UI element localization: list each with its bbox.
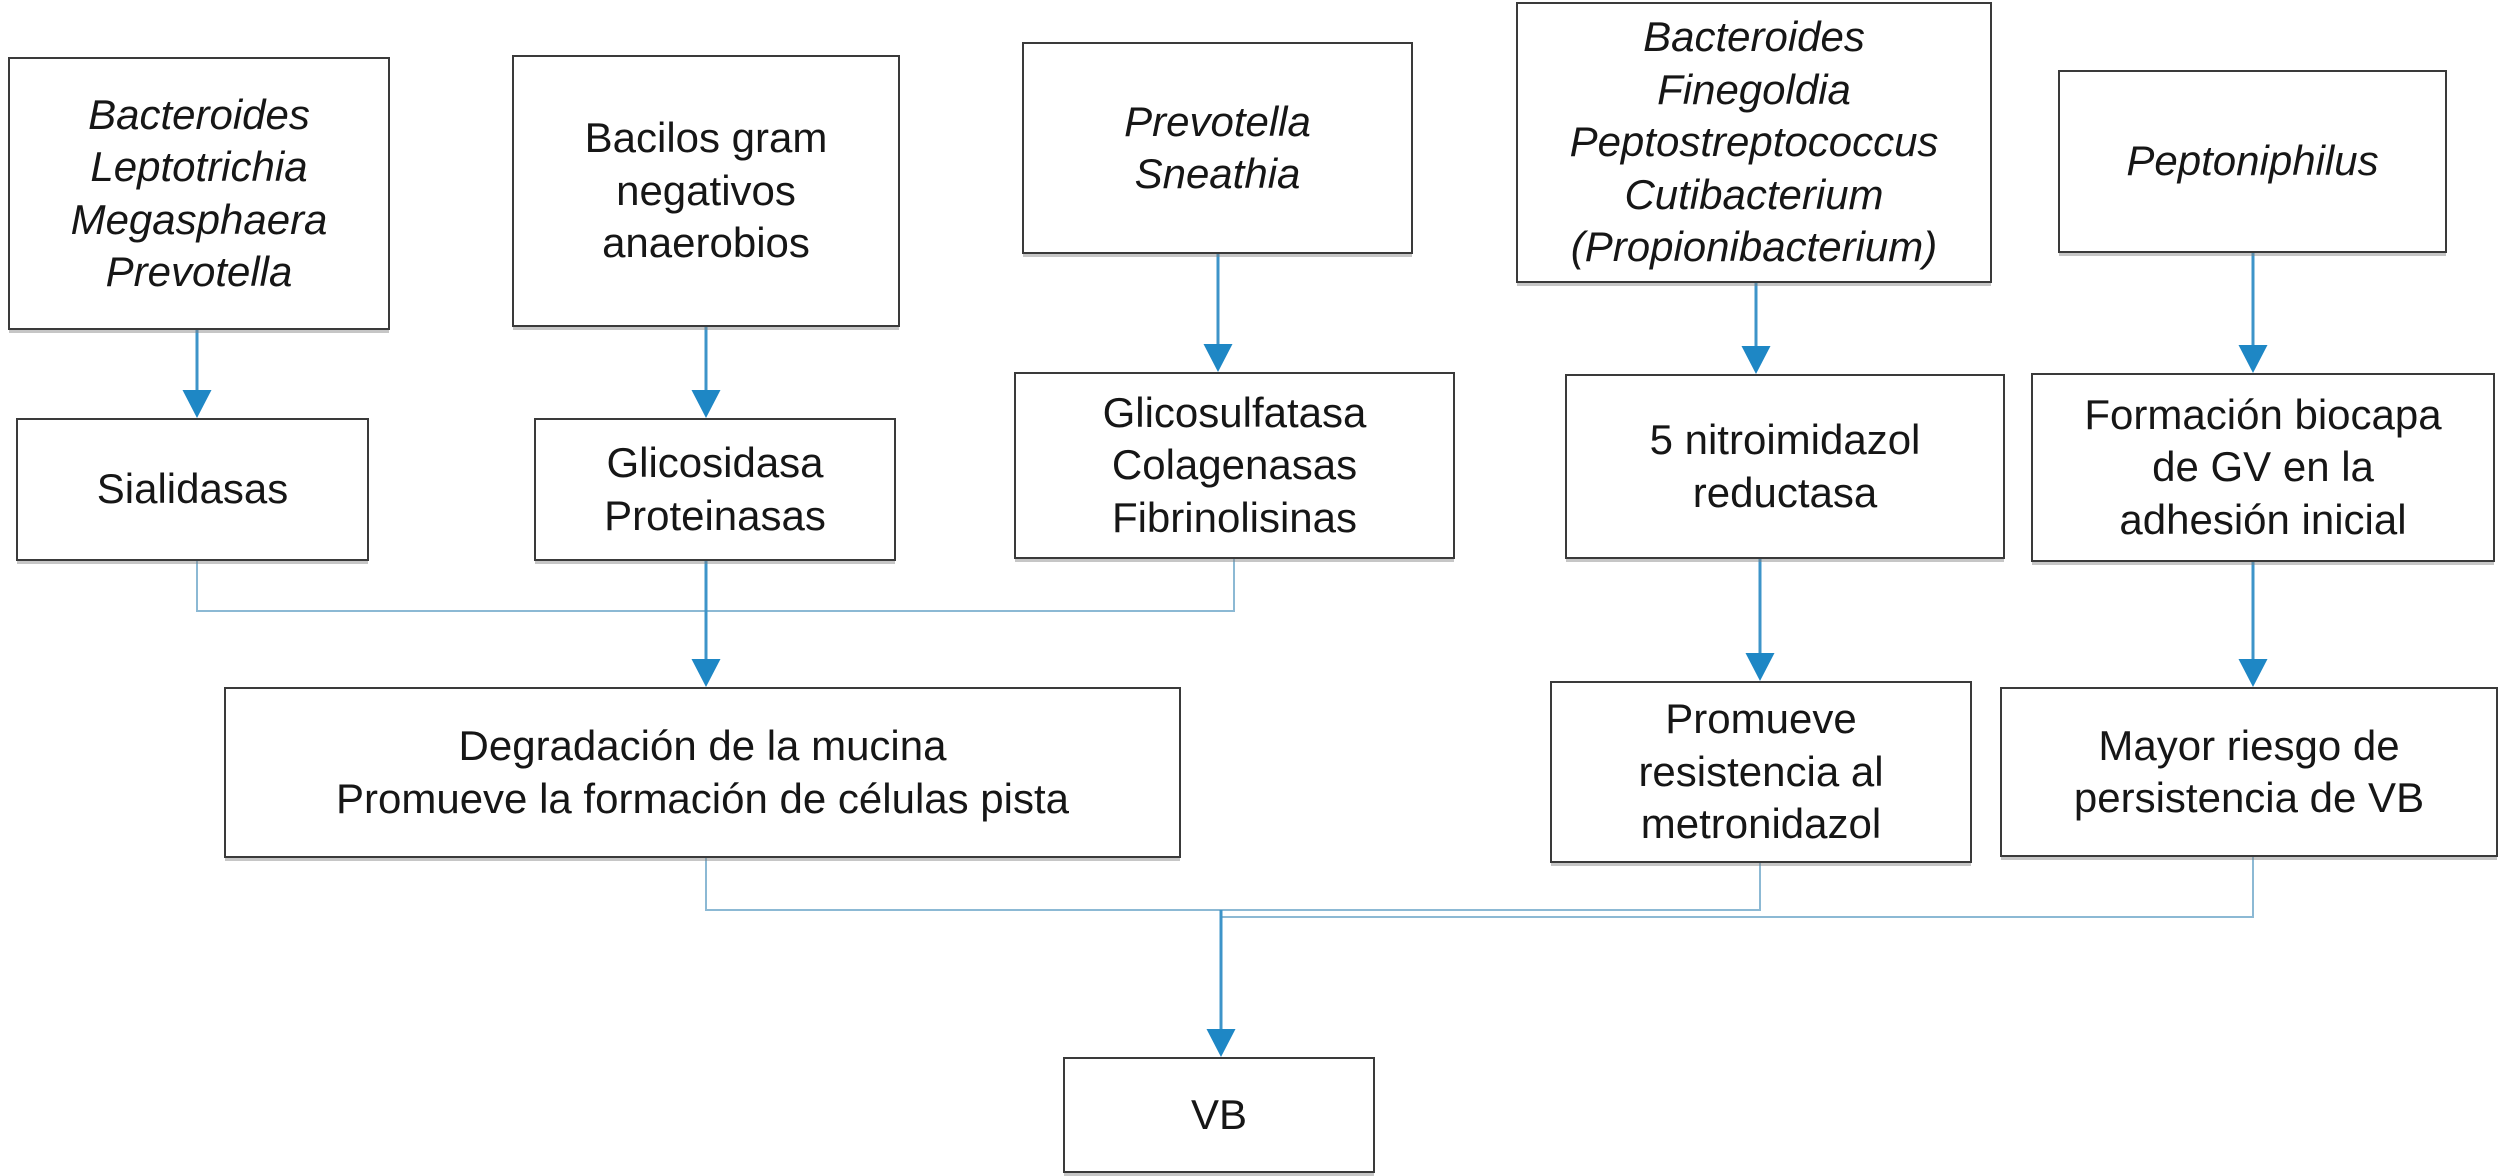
arrowhead-to-sialidasas [182,390,212,418]
node-bacteria-group-1-label: Bacteroides Leptotrichia Megasphaera Pre… [70,90,328,296]
arrowhead-to-glicosulfatasa [1203,344,1233,372]
node-glicosulfatasa-label: Glicosulfatasa Colagenasas Fibrinolisina… [1102,388,1367,541]
arrowhead-to-degradacion [691,659,721,687]
node-glicosidasa-proteinasas-label: Glicosidasa Proteinasas [604,439,826,539]
arrowhead-to-promueve [1745,653,1775,681]
node-glicosidasa-proteinasas: Glicosidasa Proteinasas [534,418,896,561]
node-promueve-resistencia-label: Promueve resistencia al metronidazol [1638,695,1884,848]
node-vb-label: VB [1190,1090,1248,1138]
node-bacteria-group-1: Bacteroides Leptotrichia Megasphaera Pre… [8,57,390,330]
node-sialidasas: Sialidasas [16,418,369,561]
node-prevotella-sneathia-label: Prevotella Sneathia [1124,97,1311,198]
node-mayor-riesgo: Mayor riesgo de persistencia de VB [2000,687,2498,857]
node-prevotella-sneathia: Prevotella Sneathia [1022,42,1413,254]
node-degradacion-mucina-label: Degradación de la mucina Promueve la for… [335,722,1070,822]
arrowhead-to-biocapa [2238,345,2268,373]
arrowhead-to-vb [1206,1029,1236,1057]
node-sialidasas-label: Sialidasas [96,465,289,513]
node-mayor-riesgo-label: Mayor riesgo de persistencia de VB [2073,721,2425,822]
node-promueve-resistencia: Promueve resistencia al metronidazol [1550,681,1972,863]
node-bacteroides-finegoldia-label: Bacteroides Finegoldia Peptostreptococcu… [1569,13,1939,271]
arrowhead-to-glicosidasa [691,390,721,418]
node-nitroimidazol-reductasa-label: 5 nitroimidazol reductasa [1649,416,1921,516]
node-glicosulfatasa: Glicosulfatasa Colagenasas Fibrinolisina… [1014,372,1455,559]
node-nitroimidazol-reductasa: 5 nitroimidazol reductasa [1565,374,2005,559]
node-bacteroides-finegoldia: Bacteroides Finegoldia Peptostreptococcu… [1516,2,1992,283]
arrowhead-to-nitroimidazol [1741,346,1771,374]
node-bacilos-gram: Bacilos gram negativos anaerobios [512,55,900,327]
arrowhead-to-mayor-riesgo [2238,659,2268,687]
node-degradacion-mucina: Degradación de la mucina Promueve la for… [224,687,1181,858]
node-peptoniphilus-label: Peptoniphilus [2126,137,2379,185]
node-formacion-biocapa-label: Formación biocapa de GV en la adhesión i… [2084,390,2442,543]
node-formacion-biocapa: Formación biocapa de GV en la adhesión i… [2031,373,2495,562]
node-vb: VB [1063,1057,1375,1173]
node-peptoniphilus: Peptoniphilus [2058,70,2447,253]
node-bacilos-gram-label: Bacilos gram negativos anaerobios [584,114,828,267]
